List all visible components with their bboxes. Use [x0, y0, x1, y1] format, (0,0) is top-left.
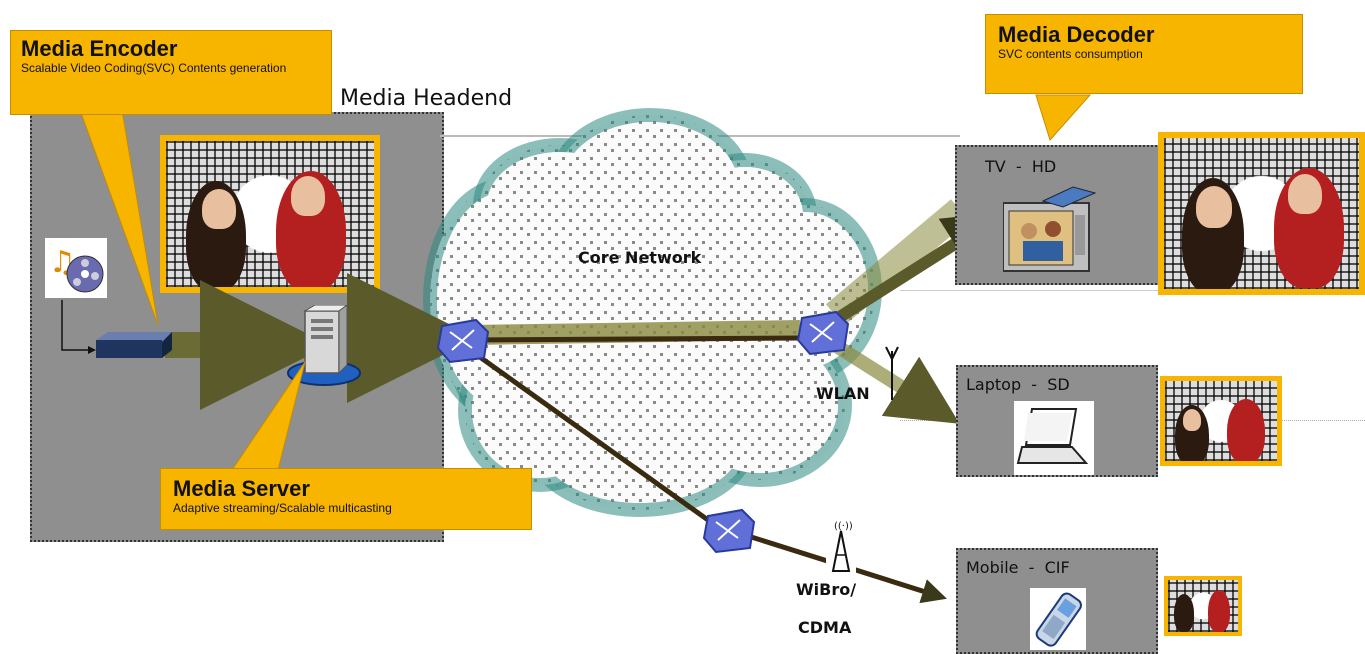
headend-video-thumbnail — [160, 135, 380, 293]
media-decoder-callout: Media Decoder SVC contents consumption — [985, 14, 1303, 94]
device-label-tv: TV - HD — [985, 157, 1057, 176]
router-icon[interactable] — [436, 318, 490, 364]
media-encoder-callout: Media Encoder Scalable Video Coding(SVC)… — [10, 30, 332, 115]
wibro-label-line2: CDMA — [798, 618, 852, 637]
media-encoder-subtitle: Scalable Video Coding(SVC) Contents gene… — [21, 61, 287, 75]
media-files-icon: ♫ — [45, 238, 107, 298]
media-encoder-title: Media Encoder — [21, 36, 178, 61]
device-panel-tv: TV - HD — [955, 145, 1161, 285]
device-panel-laptop: Laptop - SD — [956, 365, 1158, 477]
tv-video-thumbnail — [1158, 132, 1365, 295]
backbone-line — [469, 335, 801, 343]
divider-line-mid — [900, 290, 1365, 291]
router-icon[interactable] — [702, 508, 756, 554]
core-network-label: Core Network — [578, 248, 702, 267]
tv-icon — [1003, 186, 1097, 272]
headend-label: Media Headend — [340, 86, 513, 111]
media-input-line — [61, 300, 92, 351]
backbone-highlight — [469, 320, 801, 345]
device-label-mobile: Mobile - CIF — [966, 558, 1070, 577]
device-panel-mobile: Mobile - CIF — [956, 548, 1158, 654]
media-decoder-title: Media Decoder — [998, 22, 1155, 47]
antenna-icon: ((·)) — [826, 515, 856, 575]
encoder-device-icon[interactable] — [96, 330, 172, 360]
line-to-mobile-router — [468, 347, 717, 528]
laptop-video-thumbnail — [1160, 376, 1282, 466]
mobile-phone-icon — [1030, 588, 1086, 650]
antenna-icon — [885, 346, 899, 400]
media-server-callout: Media Server Adaptive streaming/Scalable… — [160, 468, 532, 530]
device-label-laptop: Laptop - SD — [966, 375, 1070, 394]
router-icon[interactable] — [796, 310, 850, 356]
media-decoder-subtitle: SVC contents consumption — [998, 47, 1143, 61]
mobile-video-thumbnail — [1164, 576, 1242, 636]
arrow-to-laptop — [831, 339, 960, 424]
wibro-label-line1: WiBro/ — [796, 580, 857, 599]
server-icon[interactable] — [285, 305, 363, 387]
svg-text:((·)): ((·)) — [834, 521, 853, 532]
wlan-label: WLAN — [816, 384, 870, 403]
media-server-subtitle: Adaptive streaming/Scalable multicasting — [173, 501, 392, 515]
laptop-icon — [1014, 401, 1094, 475]
media-server-title: Media Server — [173, 476, 310, 501]
